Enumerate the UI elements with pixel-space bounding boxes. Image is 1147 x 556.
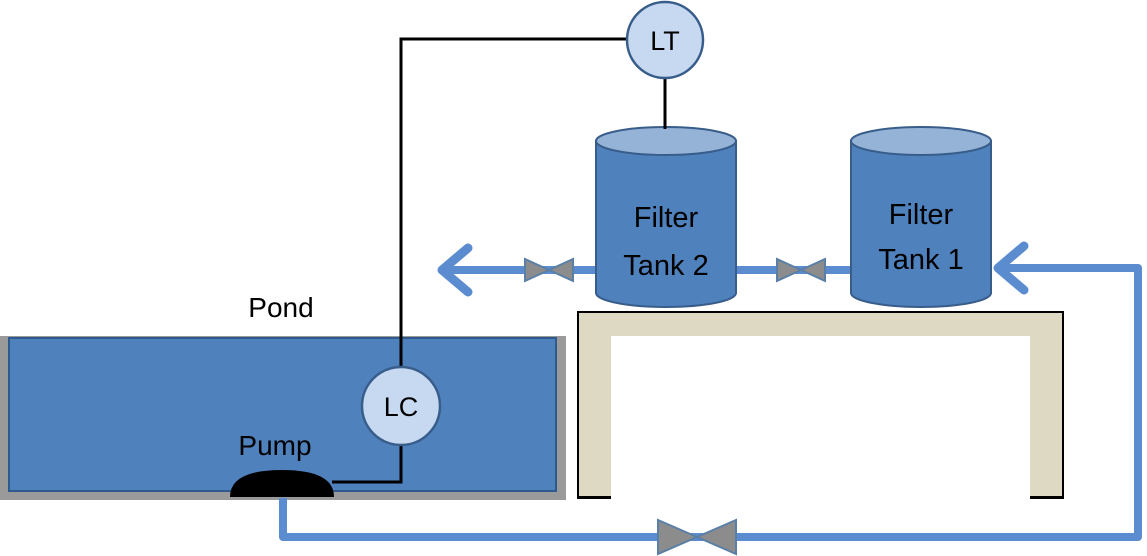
filter-stand xyxy=(577,311,1064,502)
tank-connector-valve-icon xyxy=(776,257,826,283)
return-valve-icon xyxy=(657,518,737,556)
level-transmitter: LT xyxy=(625,0,705,80)
return-pipe xyxy=(279,241,1142,541)
pump: Pump xyxy=(230,430,334,497)
filter-tank-1-top xyxy=(850,126,992,156)
pump-label: Pump xyxy=(238,430,311,461)
pond-label: Pond xyxy=(248,292,313,323)
filter-tank-2-label-line1: Filter xyxy=(634,202,699,234)
filter-tank-1-label-line1: Filter xyxy=(889,199,954,231)
level-controller-label: LC xyxy=(384,392,419,422)
lc-to-pump-signal-line xyxy=(332,445,403,484)
return-arrow-head xyxy=(993,241,1029,295)
filter-tank-2-top xyxy=(595,126,737,156)
pond: Pond xyxy=(0,292,566,500)
level-transmitter-label: LT xyxy=(650,26,680,56)
outlet-valve-icon xyxy=(524,257,574,283)
filter-tank-1: Filter Tank 1 xyxy=(850,126,992,308)
lt-to-lc-signal-line xyxy=(399,37,627,367)
filter-tank-2: Filter Tank 2 xyxy=(595,126,737,308)
pond-water xyxy=(8,337,557,492)
pump-icon xyxy=(230,470,334,497)
level-controller-icon xyxy=(360,365,442,447)
level-controller: LC xyxy=(360,365,442,447)
filter-tank-1-label-line2: Tank 1 xyxy=(878,244,963,276)
filter-tank-2-label-line2: Tank 2 xyxy=(623,250,708,282)
level-transmitter-icon xyxy=(625,0,705,80)
outlet-arrow-head xyxy=(437,243,473,297)
filter-tank-2-body xyxy=(595,140,737,308)
return-pipe-line xyxy=(279,264,1142,541)
signal-lines xyxy=(332,37,667,484)
filter-tank-1-body xyxy=(850,140,992,308)
stand-opening xyxy=(611,336,1030,502)
